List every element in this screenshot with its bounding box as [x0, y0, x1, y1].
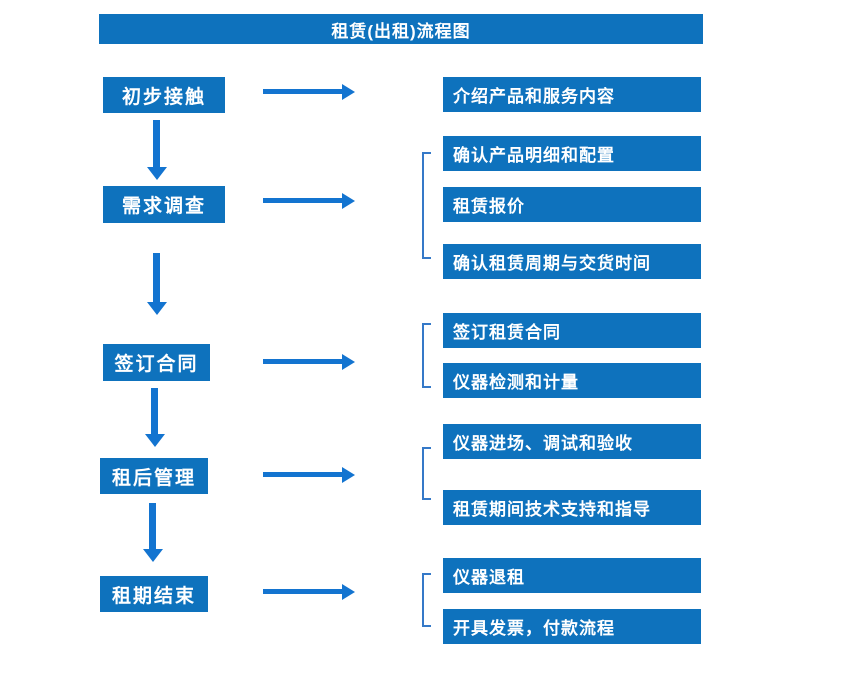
right-arrow-3: [263, 359, 343, 364]
down-arrow-1: [153, 120, 160, 168]
down-arrow-3: [151, 388, 158, 435]
bracket-post-rental: [422, 447, 431, 500]
stage-box-initial-contact: 初步接触: [103, 77, 225, 113]
detail-box-confirm-period-delivery: 确认租赁周期与交货时间: [443, 244, 701, 279]
stage-box-rental-end: 租期结束: [100, 576, 208, 612]
detail-box-instrument-return: 仪器退租: [443, 558, 701, 593]
right-arrow-5: [263, 589, 343, 594]
right-arrow-1: [263, 89, 343, 94]
detail-box-instrument-setup-acceptance: 仪器进场、调试和验收: [443, 424, 701, 459]
bracket-rental-end: [422, 573, 431, 627]
stage-box-post-rental-management: 租后管理: [100, 458, 208, 494]
right-arrow-4: [263, 472, 343, 477]
detail-box-introduce-products: 介绍产品和服务内容: [443, 77, 701, 112]
flowchart-title: 租赁(出租)流程图: [99, 14, 703, 44]
detail-box-confirm-product-config: 确认产品明细和配置: [443, 136, 701, 171]
bracket-sign-contract: [422, 323, 431, 388]
detail-box-rental-quote: 租赁报价: [443, 187, 701, 222]
right-arrow-2: [263, 198, 343, 203]
stage-box-demand-survey: 需求调查: [103, 186, 225, 223]
stage-box-sign-contract: 签订合同: [103, 344, 210, 381]
detail-box-invoice-payment: 开具发票，付款流程: [443, 609, 701, 644]
down-arrow-4: [149, 503, 156, 550]
bracket-demand-survey: [422, 152, 431, 259]
detail-box-tech-support: 租赁期间技术支持和指导: [443, 490, 701, 525]
detail-box-sign-rental-contract: 签订租赁合同: [443, 313, 701, 348]
down-arrow-2: [153, 253, 160, 303]
detail-box-instrument-testing: 仪器检测和计量: [443, 363, 701, 398]
